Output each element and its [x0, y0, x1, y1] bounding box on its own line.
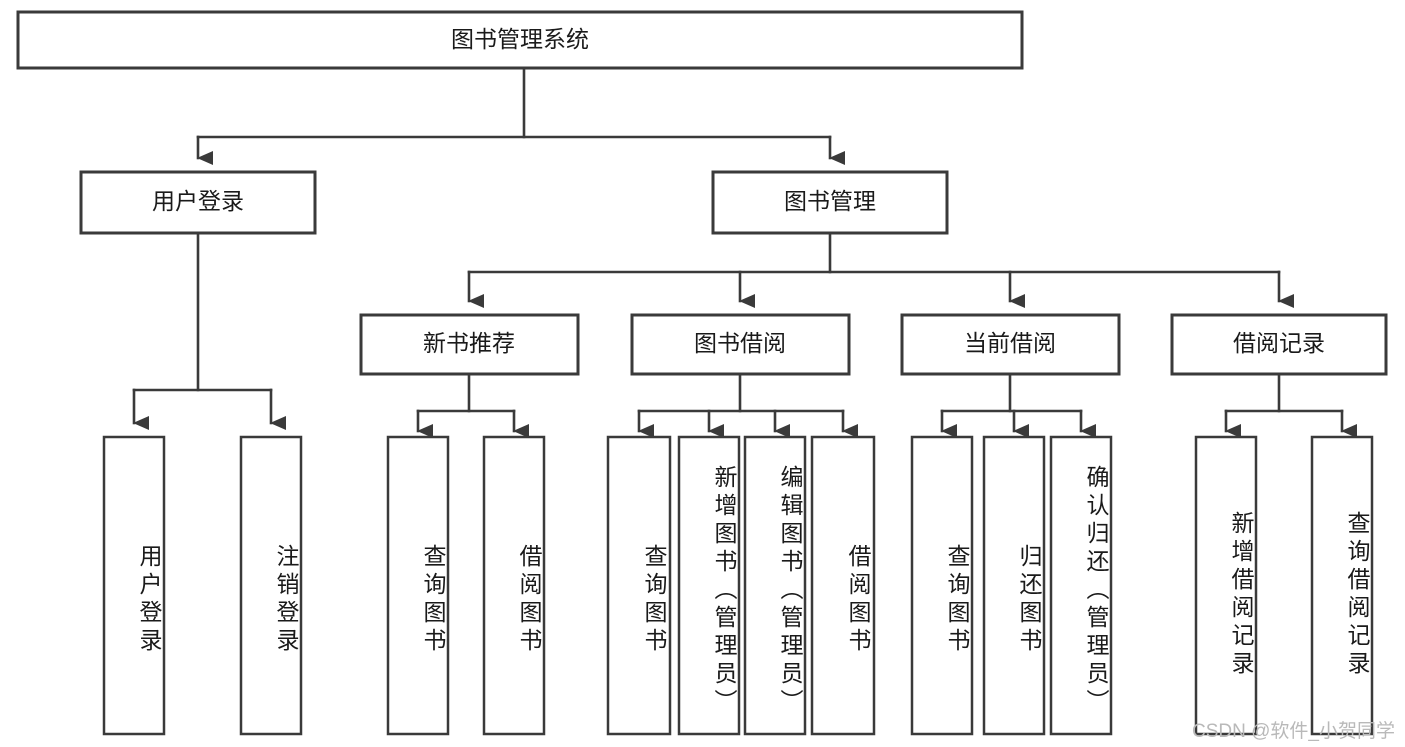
leaf-box-edit-book-admin[interactable]	[743, 435, 807, 736]
leaf-box-return-book[interactable]	[982, 435, 1046, 736]
csdn-watermark: CSDN @软件_小贺同学	[1192, 721, 1395, 742]
leaf-box-add-book-admin[interactable]	[677, 435, 741, 736]
node-root-box[interactable]	[16, 10, 1024, 70]
node-root-label: 图书管理系统	[451, 26, 589, 52]
node-borrow-record-box[interactable]	[1170, 313, 1388, 376]
node-book-management-box[interactable]	[711, 170, 949, 235]
leaf-box-borrow-book-recommend[interactable]	[482, 435, 546, 736]
node-current-borrow-box[interactable]	[900, 313, 1121, 376]
node-new-book-recommend-box[interactable]	[359, 313, 580, 376]
edge-group-new-book-recommend-to-leaves	[416, 372, 529, 438]
edge-group-user-login-to-leaves	[132, 231, 286, 430]
node-new-book-recommend[interactable]: 新书推荐	[359, 313, 580, 376]
node-borrow-record[interactable]: 借阅记录	[1170, 313, 1388, 376]
leaf-box-query-book-recommend[interactable]	[386, 435, 450, 736]
edge-group-root-to-level2	[196, 66, 845, 165]
leaf-box-query-borrow-record[interactable]	[1310, 435, 1374, 736]
leaf-box-query-book-borrow[interactable]	[606, 435, 672, 736]
leaf-box-query-book-current[interactable]	[910, 435, 974, 736]
node-user-login[interactable]: 用户登录	[79, 170, 317, 235]
node-book-borrow[interactable]: 图书借阅	[630, 313, 851, 376]
node-current-borrow-label: 当前借阅	[964, 330, 1056, 356]
node-root[interactable]: 图书管理系统	[16, 10, 1024, 70]
node-book-management[interactable]: 图书管理	[711, 170, 949, 235]
leaf-box-logout-login[interactable]	[239, 435, 303, 736]
edge-group-book-management-to-level3	[467, 231, 1294, 308]
node-book-borrow-label: 图书借阅	[694, 330, 786, 356]
leaf-box-add-borrow-record[interactable]	[1194, 435, 1258, 736]
node-book-borrow-box[interactable]	[630, 313, 851, 376]
node-user-login-label: 用户登录	[152, 188, 244, 214]
edge-group-current-borrow-to-leaves	[940, 372, 1096, 438]
leaf-box-borrow-book[interactable]	[810, 435, 876, 736]
node-user-login-box[interactable]	[79, 170, 317, 235]
edge-group-borrow-record-to-leaves	[1224, 372, 1357, 438]
leaf-box-user-login[interactable]	[102, 435, 166, 736]
leaf-box-confirm-return-admin[interactable]	[1049, 435, 1113, 736]
leaf-boxes	[102, 435, 1374, 736]
edge-group-book-borrow-to-leaves	[637, 372, 858, 438]
node-borrow-record-label: 借阅记录	[1233, 330, 1325, 356]
node-current-borrow[interactable]: 当前借阅	[900, 313, 1121, 376]
node-book-management-label: 图书管理	[784, 188, 876, 214]
node-new-book-recommend-label: 新书推荐	[423, 330, 515, 356]
